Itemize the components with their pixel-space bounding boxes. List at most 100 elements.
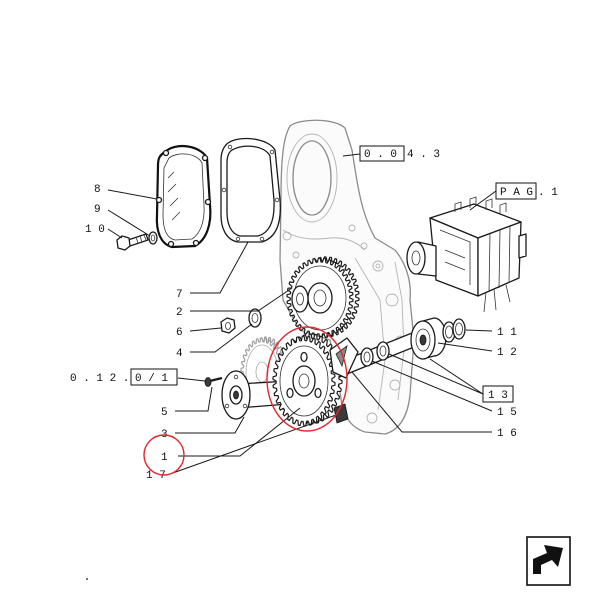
gear-nut-bore	[225, 322, 231, 330]
cover-bolt-hole	[201, 154, 209, 162]
camshaft-gear-bore	[313, 289, 327, 307]
gear-nut	[220, 317, 236, 334]
injection-pump	[406, 196, 527, 313]
callout-7[interactable]: 7	[176, 289, 183, 301]
pump-drive-gear-hole	[286, 387, 294, 399]
callout-12[interactable]: 1 2	[497, 347, 517, 359]
pump-side-ribs	[488, 225, 511, 293]
pump-front-details	[439, 229, 471, 285]
cover-bolt-hole	[167, 240, 175, 248]
hub-bolt-shank	[209, 376, 223, 383]
stray-dot	[86, 578, 88, 580]
housing-opening-rim	[286, 133, 338, 223]
gasket	[220, 137, 281, 243]
pump-drive-gear-hole	[300, 351, 308, 363]
callout-13[interactable]: 1 3	[488, 390, 508, 402]
housing-boss	[360, 242, 368, 250]
gear-washer	[248, 308, 262, 328]
callout-9[interactable]: 9	[94, 204, 101, 216]
pump-fittings	[454, 196, 507, 214]
cover-bolt-hole	[155, 196, 163, 204]
leader-line-8	[107, 189, 158, 200]
housing-boss	[389, 379, 401, 391]
pump-drive-gear-hub	[292, 365, 316, 397]
pump-reference-text[interactable]: . 1	[538, 187, 558, 199]
pump-drive-gear-rim	[279, 345, 329, 417]
callout-2[interactable]: 2	[176, 307, 183, 319]
gear-hub-hole	[242, 403, 248, 409]
cover-washer-outer	[148, 231, 158, 245]
cover-bolt-threads	[135, 234, 147, 244]
callout-10[interactable]: 1 0	[85, 224, 105, 236]
housing-reference-text[interactable]: 4 . 3	[407, 149, 440, 161]
leader-line-housing-ref	[342, 153, 361, 157]
hub-bolt-head	[204, 377, 212, 387]
leader-line-11	[465, 329, 493, 332]
gear-hub-hole	[233, 374, 239, 380]
pump-drive-gear-hole	[314, 387, 322, 399]
housing-upper-opening	[292, 140, 332, 216]
housing-reference-boxed-text[interactable]: 0 . 0	[364, 149, 397, 161]
gasket-hole	[221, 187, 227, 193]
callout-17[interactable]: 1 7	[146, 470, 166, 482]
cover-washer	[148, 231, 158, 245]
gasket-ring	[220, 137, 281, 243]
cover-bolt-head	[116, 235, 131, 251]
ring-13-inner	[379, 345, 387, 357]
callout-11[interactable]: 1 1	[497, 327, 517, 339]
lock-plate-tab	[335, 345, 348, 368]
page-arrow-button[interactable]	[526, 536, 571, 586]
cover-plate-outline	[155, 144, 212, 249]
gear-washer-outer	[248, 308, 262, 328]
pump-reference[interactable]: P A G . 1	[495, 182, 558, 200]
hub-bolt-reference-prefix[interactable]: 0 . 1 2 .	[70, 373, 129, 385]
gasket-hole	[235, 236, 241, 242]
arrow-icon[interactable]	[533, 545, 563, 574]
housing-rib	[394, 261, 405, 401]
leader-line-9	[107, 209, 151, 237]
leader-line-16	[351, 371, 492, 433]
callout-4[interactable]: 4	[176, 348, 183, 360]
ring-15-outer	[360, 347, 374, 367]
housing-rib	[354, 257, 386, 411]
leader-line-5	[175, 386, 213, 412]
gear-washer-inner	[251, 313, 259, 323]
leader-line-2	[190, 287, 293, 312]
camshaft-gear	[286, 256, 360, 339]
gasket-hole	[227, 144, 233, 150]
callout-15[interactable]: 1 5	[497, 407, 517, 419]
callout-16[interactable]: 1 6	[497, 428, 517, 440]
coupling-ring	[415, 328, 431, 352]
cover-bolt-hole	[204, 198, 212, 206]
housing-reference[interactable]: 0 . 0 4 . 3	[359, 145, 440, 162]
hub-bolt-reference-boxed-text[interactable]: 0 / 1	[135, 373, 168, 385]
callout-6[interactable]: 6	[176, 327, 183, 339]
o-ring-11-b-inner	[455, 322, 463, 336]
callout-8[interactable]: 8	[94, 184, 101, 196]
callout-5[interactable]: 5	[161, 407, 168, 419]
gasket-hole	[259, 236, 265, 242]
pump-nose-bore	[411, 250, 421, 266]
cover-bolt-hole	[192, 239, 200, 247]
highlight-circle-gear	[266, 326, 348, 432]
camshaft-gear-hub	[307, 282, 333, 314]
cover-bolt-hole	[162, 149, 170, 157]
hub-bolt-reference[interactable]: 0 . 1 2 . 0 / 1	[70, 368, 178, 386]
pump-reference-boxed-text[interactable]: P A G	[500, 187, 533, 199]
callout-13-box	[482, 385, 514, 403]
pump-drive-gear	[272, 333, 343, 427]
leader-line-6	[189, 327, 222, 332]
housing-boss	[292, 251, 300, 259]
housing-reference-box	[359, 145, 405, 162]
gear-hub-bore	[233, 390, 239, 400]
ring-15-inner	[363, 351, 371, 363]
hub-bolt-reference-box	[130, 368, 178, 386]
callout-1[interactable]: 1	[161, 452, 168, 464]
gear-hub-hole	[224, 403, 230, 409]
pump-nose-face	[406, 241, 426, 275]
pump-bracket	[518, 233, 527, 259]
cover-plate-shading	[167, 171, 181, 221]
pump-outlet-pipes	[483, 284, 511, 313]
ring-13-outer	[376, 341, 390, 361]
